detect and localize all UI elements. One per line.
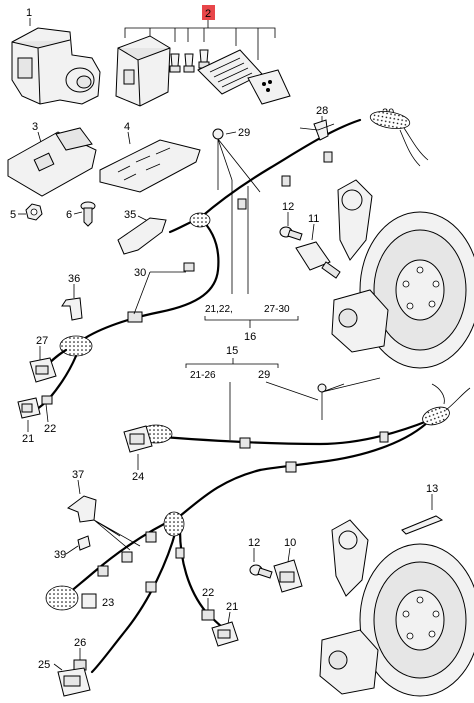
- highlight-box: [202, 5, 215, 20]
- bolt-part-12-lower: [249, 564, 273, 579]
- bracket-part-4: [99, 139, 201, 193]
- cable-tie-part-29-upper: [212, 128, 261, 193]
- harness-grommet-lower: [45, 585, 79, 611]
- connector-part-25: [57, 667, 91, 697]
- lower-wiring-harness: [45, 511, 228, 674]
- speed-sensor-part-10: [273, 559, 303, 593]
- range-27-30-upper: 27-30: [264, 304, 290, 315]
- callout-15-group: 15 21-26 29: [185, 345, 319, 440]
- speed-sensor-part-11: [295, 241, 341, 279]
- harness-grommet-upper: [189, 212, 211, 228]
- grease-tube-part-13: [401, 515, 444, 535]
- harness-clip-30: [127, 311, 143, 323]
- connector-part-23: [81, 593, 97, 609]
- connector-part-22-lower: [201, 609, 215, 621]
- callout-29-lower: 29: [258, 369, 270, 381]
- callout-23: 23: [102, 597, 114, 609]
- rear-wiring-harness: [148, 377, 471, 518]
- callout-36: 36: [68, 273, 80, 285]
- cable-guide-part-35: [117, 217, 167, 255]
- callout-21-lower: 21: [226, 601, 238, 613]
- bolt-part-12-upper: [279, 226, 303, 241]
- callout-30: 30: [134, 267, 146, 279]
- callout-12-upper: 12: [282, 201, 294, 213]
- connector-part-21-lower: [211, 621, 239, 647]
- range-21-22: 21,22,: [205, 304, 233, 315]
- callout-28: 28: [316, 105, 328, 117]
- callout-22-lower: 22: [202, 587, 214, 599]
- control-board-part-3: [7, 127, 97, 197]
- control-module-part-2: [115, 35, 171, 107]
- range-21-26: 21-26: [190, 370, 216, 381]
- callout-10: 10: [284, 537, 296, 549]
- bolt-part-6: [80, 201, 96, 227]
- callout-25: 25: [38, 659, 50, 671]
- harness-junction: [163, 511, 185, 537]
- harness-grommet-left: [59, 335, 93, 357]
- callout-29-upper: 29: [238, 127, 250, 139]
- callout-2: 2: [205, 8, 211, 20]
- callout-16-group: 21,22, 27-30 16: [204, 180, 299, 343]
- callout-15: 15: [226, 345, 238, 357]
- callout-6: 6: [66, 209, 72, 221]
- sensor-connector-part-20: [369, 110, 429, 167]
- callout-4: 4: [124, 121, 130, 133]
- callout-37: 37: [72, 469, 84, 481]
- clip-part-39: [77, 535, 91, 551]
- connector-part-21-upper: [17, 397, 41, 419]
- harness-grommet-rear: [422, 406, 450, 426]
- callout-27: 27: [36, 335, 48, 347]
- callout-12-lower: 12: [248, 537, 260, 549]
- bracket-part-36: [61, 297, 83, 321]
- small-parts-bag: [247, 69, 291, 105]
- callout-1: 1: [26, 7, 32, 19]
- callout-5: 5: [10, 209, 16, 221]
- callout-13: 13: [426, 483, 438, 495]
- rear-brake-assembly: [319, 519, 474, 697]
- connector-part-27: [29, 357, 57, 383]
- callout-11: 11: [308, 213, 319, 225]
- callout-16: 16: [244, 331, 256, 343]
- callout-21-upper: 21: [22, 433, 34, 445]
- callout-39: 39: [54, 549, 66, 561]
- connector-part-24: [123, 424, 173, 453]
- callout-3: 3: [32, 121, 38, 133]
- front-brake-assembly: [331, 179, 474, 369]
- harness-clip-30b: [183, 262, 195, 272]
- callout-24: 24: [132, 471, 144, 483]
- bracket-part-37: [66, 495, 97, 523]
- callout-35: 35: [124, 209, 136, 221]
- callout-22-upper: 22: [44, 423, 56, 435]
- callout-26: 26: [74, 637, 86, 649]
- callout-2-group: 2: [124, 5, 276, 60]
- bracket-part-28: [299, 119, 335, 141]
- abs-unit-part-1: [11, 18, 101, 105]
- front-wiring-harness: [34, 118, 362, 412]
